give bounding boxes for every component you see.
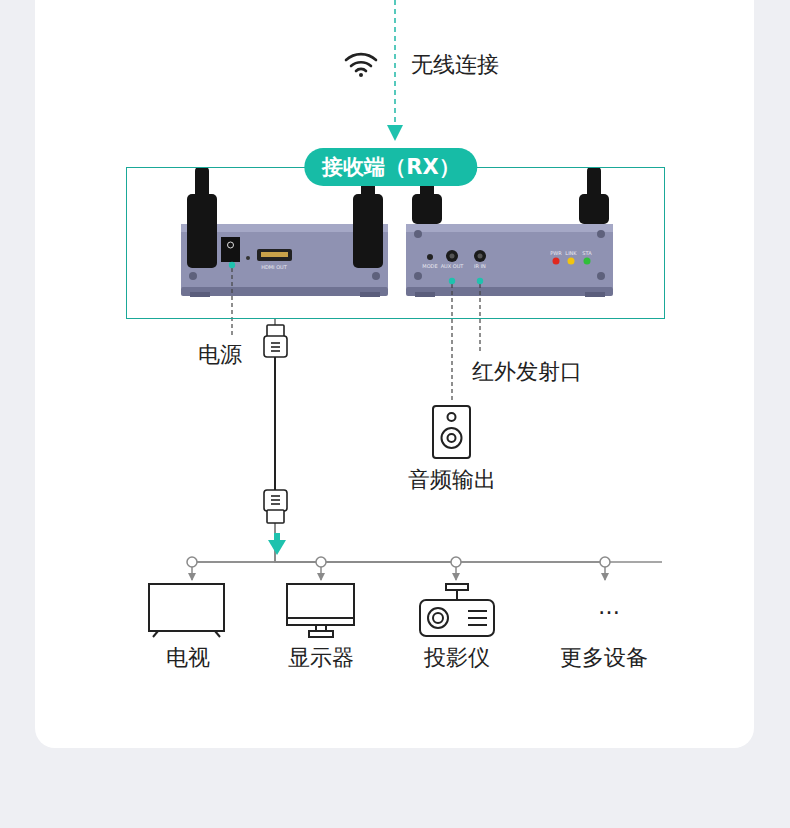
wireless-arrow — [387, 125, 403, 141]
hdmi-cable — [274, 356, 276, 492]
device-tv: 电视 — [145, 580, 230, 675]
device-label: 更多设备 — [560, 645, 648, 675]
receiver-box: 接收端（RX） — [126, 167, 665, 319]
speaker-icon — [433, 406, 470, 458]
hdmi-plug-top — [264, 325, 287, 357]
device-monitor: 显示器 — [276, 580, 366, 675]
power-label: 电源 — [198, 342, 242, 368]
receiver-unit-right — [406, 224, 613, 297]
device-label: 显示器 — [288, 645, 354, 675]
wireless-label: 无线连接 — [411, 52, 499, 78]
wifi-icon — [346, 54, 376, 77]
projector-icon — [420, 584, 494, 636]
tv-icon — [149, 584, 224, 637]
wireless-line — [394, 0, 396, 126]
audio-label: 音频输出 — [408, 467, 496, 493]
led-label: LINK — [565, 250, 576, 256]
port-label: MODE — [422, 263, 437, 269]
port-label: HDMI OUT — [261, 264, 287, 270]
hdmi-arrow — [268, 533, 286, 555]
bus-dot — [187, 557, 197, 567]
bus-dot — [316, 557, 326, 567]
bus-dot — [451, 557, 461, 567]
header-pill: 接收端（RX） — [304, 148, 477, 186]
port-label: AUX OUT — [441, 263, 464, 269]
port-label: IR IN — [474, 263, 486, 269]
hdmi-connector — [275, 319, 605, 580]
leader-lines — [232, 268, 480, 402]
hdmi-plug-bottom — [264, 490, 287, 523]
bus-line — [192, 561, 662, 563]
hdmi-connector — [192, 319, 275, 580]
ir-label: 红外发射口 — [472, 359, 582, 385]
led-label: PWR — [550, 250, 561, 256]
bus-dot — [600, 557, 610, 567]
hdmi-connector — [275, 319, 456, 580]
device-projector: 投影仪 — [412, 580, 502, 675]
device-label: 投影仪 — [424, 645, 490, 675]
led-label: STA — [582, 250, 591, 256]
device-label: 电视 — [166, 645, 210, 675]
more-dots: … — [598, 594, 620, 620]
port-dots — [229, 262, 483, 284]
monitor-icon — [287, 584, 354, 637]
